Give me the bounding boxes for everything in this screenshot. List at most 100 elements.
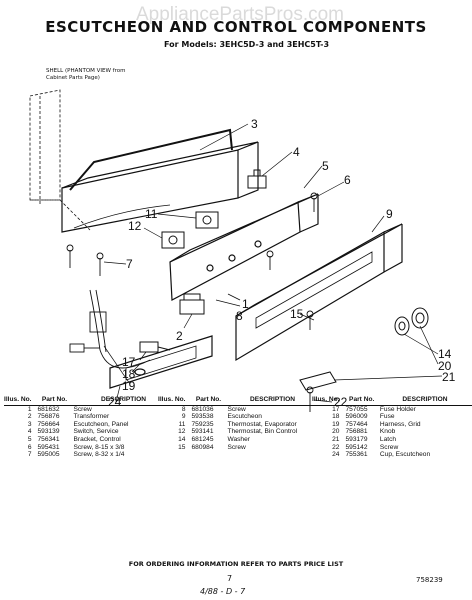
illus-cell: 24: [332, 451, 340, 459]
service-switch: [247, 169, 267, 189]
escutcheon: [235, 223, 403, 362]
part-cell: 681632: [37, 405, 60, 413]
desc-cell: Screw: [73, 405, 92, 413]
callout-5: 5: [322, 159, 329, 173]
header-desc: DESCRIPTION: [249, 396, 296, 403]
transformer: [179, 293, 205, 315]
callout-21: 21: [442, 370, 456, 384]
part-cell: 757055: [345, 405, 368, 413]
part-cell: 756341: [37, 435, 60, 443]
illus-cell: 18: [332, 413, 340, 421]
grid-harness: [69, 289, 151, 369]
table-row: 5 756341 Bracket, Control: [4, 436, 175, 444]
latch: [299, 371, 337, 391]
callout-7: 8: [236, 309, 243, 323]
page-title: ESCUTCHEON AND CONTROL COMPONENTS: [45, 18, 427, 36]
part-cell: 757464: [345, 420, 368, 428]
part-cell: 595142: [345, 443, 368, 451]
illus-cell: 6: [27, 443, 32, 451]
header-part: Part No.: [195, 396, 222, 403]
callout-19: 19: [122, 379, 136, 393]
illus-cell: 4: [27, 428, 32, 436]
illus-cell: 9: [181, 413, 186, 421]
part-cell: 756664: [37, 420, 60, 428]
header-illus: Illus. No.: [312, 396, 340, 403]
callout-12: 12: [128, 219, 142, 233]
part-cell: 681036: [191, 405, 214, 413]
header-part: Part No.: [349, 396, 375, 403]
illus-cell: 22: [332, 443, 340, 451]
desc-cell: Fuse: [379, 413, 395, 421]
desc-cell: Bracket, Control: [73, 435, 121, 443]
illus-cell: 3: [27, 420, 32, 428]
callout-20: 20: [438, 359, 452, 373]
part-cell: 595005: [37, 451, 60, 459]
illus-cell: 15: [178, 443, 186, 451]
illus-cell: 21: [332, 435, 340, 443]
table-row: 22 595142 Screw: [312, 444, 472, 452]
part-cell: 680984: [191, 443, 214, 451]
reference-number: 758239: [416, 576, 443, 584]
callout-14: 14: [438, 347, 452, 361]
table-row: 1 681632 Screw: [4, 405, 175, 413]
parts-table-middle: Illus. No. Part No. DESCRIPTION 8 681036 S…: [158, 396, 320, 452]
header-illus: Illus. No.: [4, 396, 32, 403]
illus-cell: 20: [332, 428, 340, 436]
part-cell: 593139: [37, 428, 60, 436]
callout-2: 2: [176, 329, 183, 343]
table-row: 3 756664 Escutcheon, Panel: [4, 421, 175, 429]
callout-3: 3: [251, 117, 258, 131]
part-cell: 756876: [37, 413, 60, 421]
desc-cell: Escutcheon: [227, 413, 262, 421]
desc-cell: Screw, 8-32 x 1/4: [73, 451, 125, 459]
header-illus: Illus. No.: [158, 396, 186, 403]
illus-cell: 7: [27, 451, 32, 459]
knob: [411, 307, 429, 329]
desc-cell: Harness, Grid: [379, 420, 421, 428]
desc-cell: Transformer: [73, 413, 110, 421]
watermark: AppliancePartsPros.com: [135, 4, 345, 25]
callout-24: 24: [108, 395, 122, 409]
part-cell: 755361: [345, 451, 368, 459]
header-desc: DESCRIPTION: [100, 396, 147, 403]
callout-4: 4: [293, 145, 300, 159]
header-desc: DESCRIPTION: [402, 396, 448, 403]
callout-9: 9: [386, 207, 393, 221]
desc-cell: Latch: [379, 435, 397, 443]
illus-cell: 14: [178, 435, 186, 443]
callout-1: 1: [242, 297, 249, 311]
desc-cell: Screw: [227, 405, 246, 413]
callout-15: 15: [290, 307, 304, 321]
part-cell: 759235: [191, 420, 214, 428]
illus-cell: 8: [181, 405, 186, 413]
callout-22: 22: [334, 395, 348, 409]
callout-17: 17: [122, 355, 136, 369]
thermostat-bin-control: [161, 231, 185, 249]
handwritten-note: 4/88 - D - 7: [200, 587, 246, 596]
escutcheon-cup: [109, 335, 213, 389]
desc-cell: Screw: [379, 443, 399, 451]
shell-note: SHELL (PHANTOM VIEW from Cabinet Parts P…: [46, 68, 126, 81]
part-cell: 595431: [37, 443, 60, 451]
desc-cell: Fuse Holder: [379, 405, 416, 413]
leader-lines: [103, 123, 443, 403]
illus-cell: 1: [27, 405, 32, 413]
control-bracket: [169, 193, 319, 301]
desc-cell: Escutcheon, Panel: [73, 420, 129, 428]
thermostat-evaporator: [195, 211, 219, 229]
illus-cell: 5: [27, 435, 32, 443]
